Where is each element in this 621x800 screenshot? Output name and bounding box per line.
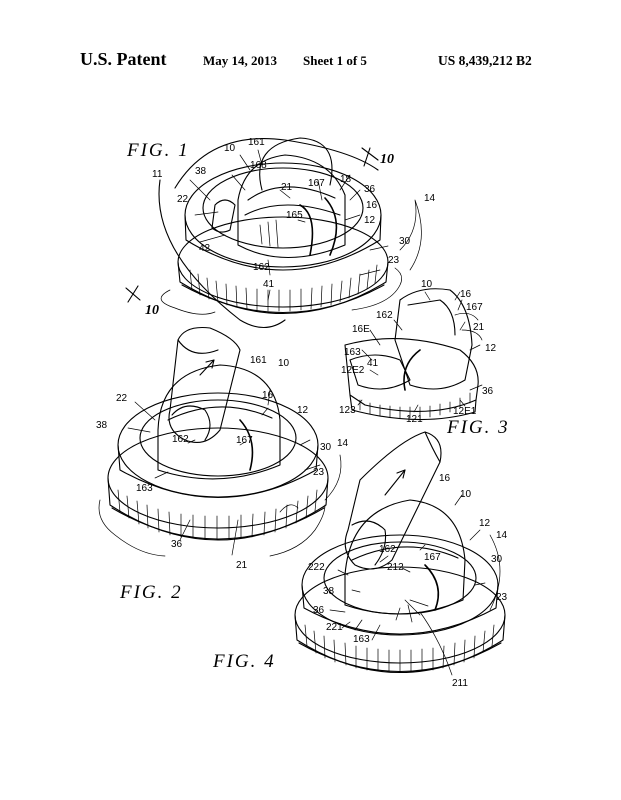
figure-1-title: FIG. 1	[126, 140, 190, 161]
figure-4-label-211: 211	[452, 678, 468, 689]
figure-2-title: FIG. 2	[119, 582, 183, 603]
figure-1-label-38: 38	[195, 166, 207, 177]
figure-1-label-165: 165	[286, 210, 303, 221]
figure-4-label-221: 221	[326, 622, 343, 633]
patent-number: US 8,439,212 B2	[438, 53, 532, 68]
figure-1-label-161: 161	[248, 137, 265, 148]
figure-2-label-162: 162	[172, 434, 189, 445]
figure-3-label-12E2: 12E2	[341, 365, 365, 376]
figure-2-label-22: 22	[116, 393, 128, 404]
figure-3-label-163: 163	[344, 347, 361, 358]
figure-3-label-16E: 16E	[352, 324, 370, 335]
figure-4-label-36: 36	[313, 605, 325, 616]
figure-4-label-30: 30	[491, 554, 503, 565]
figure-4-title: FIG. 4	[212, 651, 276, 672]
figure-4-label-16: 16	[439, 473, 451, 484]
figure-4-label-23: 23	[496, 592, 508, 603]
figure-1-label-42: 42	[199, 243, 211, 254]
figure-1-drawing	[125, 137, 422, 329]
figure-3-label-10: 10	[421, 279, 433, 290]
figure-3-label-123: 123	[339, 405, 356, 416]
figure-3-label-12: 12	[485, 343, 497, 354]
patent-date: May 14, 2013	[203, 53, 278, 68]
figure-3-label-36: 36	[482, 386, 494, 397]
figure-4-label-167: 167	[424, 552, 441, 563]
figure-1-label-21: 21	[281, 182, 293, 193]
patent-assignee-label: U.S. Patent	[80, 49, 167, 69]
figure-2-label-30: 30	[320, 442, 332, 453]
figure-1-label-30: 30	[399, 236, 411, 247]
sheet-number: Sheet 1 of 5	[303, 53, 367, 68]
figure-1-section-mark-upper: 10	[380, 152, 394, 167]
figure-3-drawing	[344, 288, 483, 421]
figure-1-label-167: 167	[308, 178, 325, 189]
figure-1-label-16: 16	[366, 200, 378, 211]
figure-1-label-23: 23	[388, 255, 400, 266]
figure-2-label-21: 21	[236, 560, 248, 571]
figure-1-label-18: 18	[340, 174, 352, 185]
figure-4-label-162: 162	[379, 544, 396, 555]
figure-4-label-14: 14	[496, 530, 508, 541]
figure-4-label-38: 38	[323, 586, 335, 597]
figure-3-label-162: 162	[376, 310, 393, 321]
figure-3-label-21: 21	[473, 322, 485, 333]
figure-3-label-12E1: 12E1	[453, 406, 477, 417]
figure-1-label-168: 168	[250, 160, 267, 171]
figure-2-label-163: 163	[136, 483, 153, 494]
figure-2-label-38: 38	[96, 420, 108, 431]
figure-2-label-23: 23	[313, 467, 325, 478]
figure-2-label-12: 12	[297, 405, 309, 416]
figure-2-label-16: 16	[262, 390, 274, 401]
figure-1-label-14: 14	[424, 193, 436, 204]
figure-1-reference-labels: 10 161 168 38 11 22 21 167 18 36 16 165 …	[152, 137, 436, 290]
figure-2-label-10: 10	[278, 358, 290, 369]
figure-2-label-14: 14	[337, 438, 349, 449]
figure-2-label-167: 167	[236, 435, 253, 446]
figure-3-label-121: 121	[406, 414, 423, 425]
sheet-header: U.S. Patent May 14, 2013 Sheet 1 of 5 US…	[0, 49, 621, 73]
figure-2-label-36: 36	[171, 539, 183, 550]
figure-4-label-222: 222	[308, 562, 325, 573]
figure-3-label-16: 16	[460, 289, 472, 300]
figure-4-label-12: 12	[479, 518, 491, 529]
figure-4-label-163: 163	[353, 634, 370, 645]
figure-3-title: FIG. 3	[446, 417, 510, 438]
figure-3-label-167: 167	[466, 302, 483, 313]
figure-4-drawing	[294, 431, 506, 676]
figure-1-section-mark-lower: 10	[145, 303, 159, 318]
figure-1-label-11: 11	[152, 169, 163, 180]
figure-3-label-41: 41	[367, 358, 379, 369]
figure-1-label-41: 41	[263, 279, 275, 290]
figure-2-reference-labels: 161 10 16 22 38 12 162 167 30 14 23 163 …	[96, 355, 349, 571]
figure-2-label-161: 161	[250, 355, 267, 366]
figure-1-label-22: 22	[177, 194, 189, 205]
figure-4-reference-labels: 16 10 12 14 162 167 30 222 212 38 23 36 …	[308, 473, 508, 689]
figure-1-label-12: 12	[364, 215, 376, 226]
figure-1-label-10: 10	[224, 143, 236, 154]
figure-4-label-212: 212	[387, 562, 404, 573]
figure-4-label-10: 10	[460, 489, 472, 500]
figure-3-reference-labels: 10 16 162 167 16E 21 12 163 41 12E2 36 1…	[339, 279, 497, 425]
figure-2-drawing	[98, 326, 342, 557]
figure-1-label-36: 36	[364, 184, 376, 195]
figure-1-label-162: 162	[253, 262, 270, 273]
